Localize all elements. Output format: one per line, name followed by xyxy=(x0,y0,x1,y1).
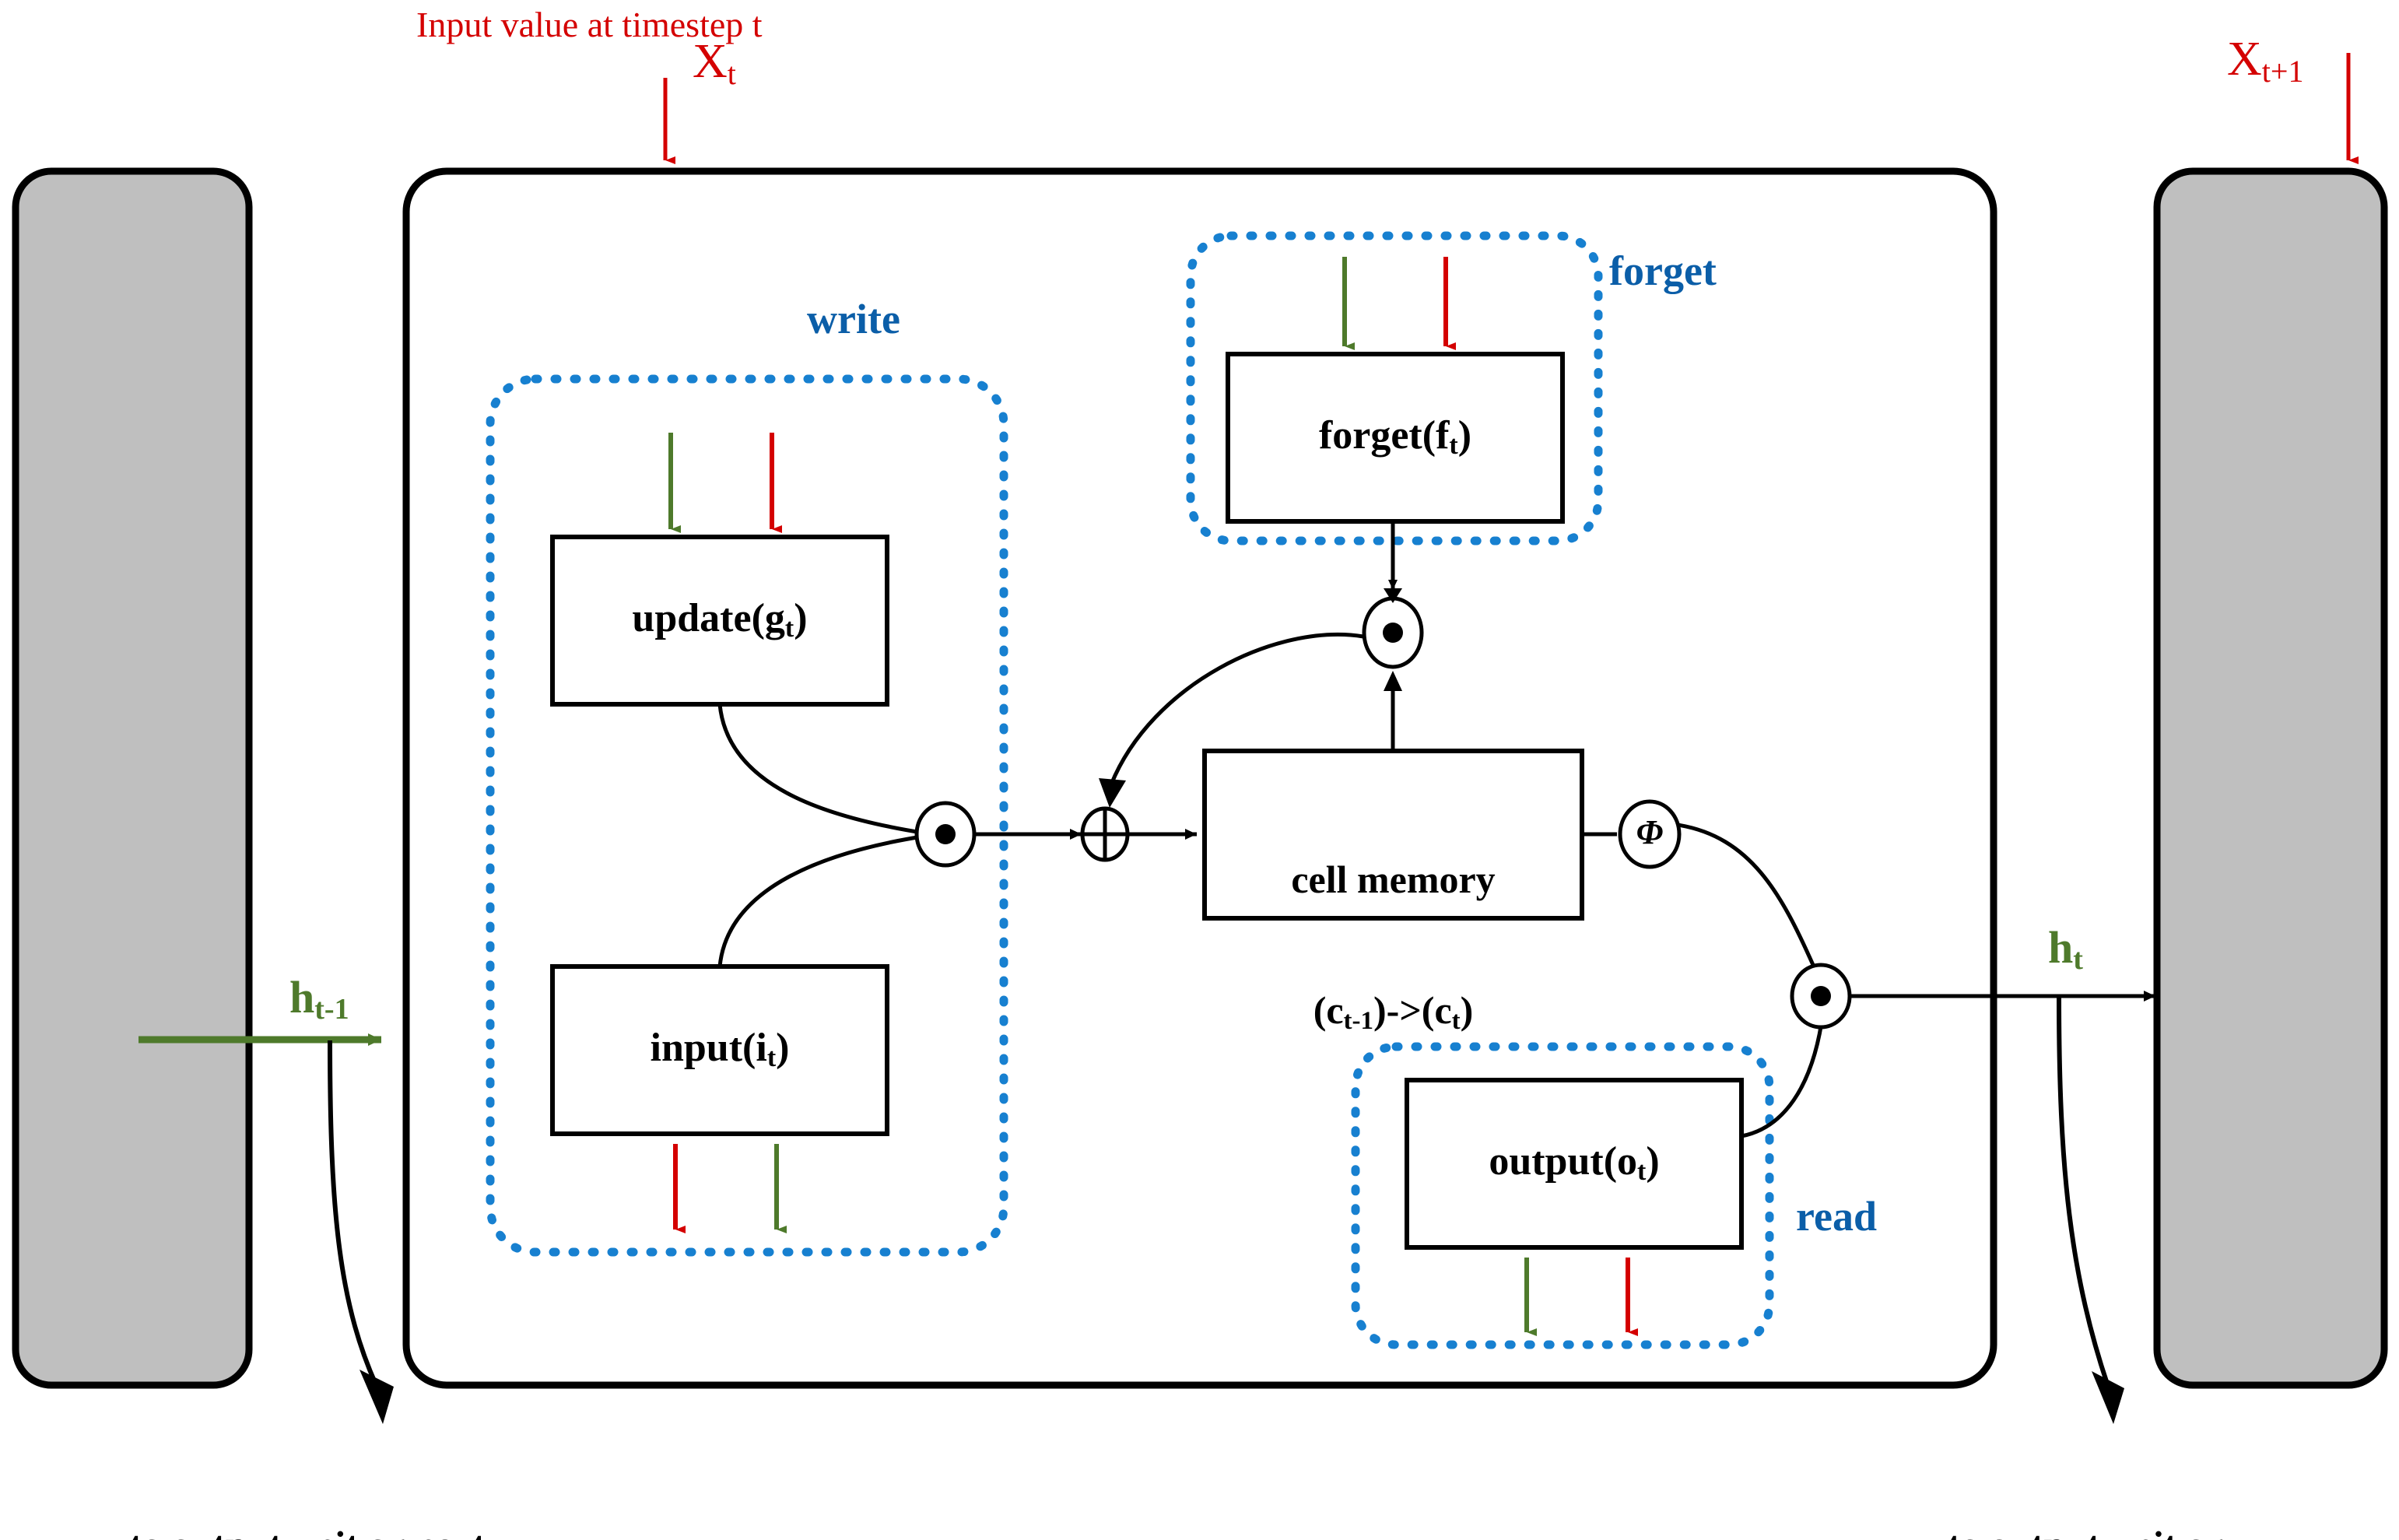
h-t-label: ht xyxy=(2048,922,2083,977)
cell-to-forget-multiply-wire xyxy=(1384,671,1402,751)
write-group-outline xyxy=(486,374,1008,1257)
output-multiply-operator xyxy=(1790,963,1852,1030)
output-gate-to-multiply-wire xyxy=(1741,1011,1826,1138)
right-footer-label: to output unit or next layer xyxy=(1813,1436,2358,1540)
activation-to-output-multiply-wire xyxy=(1677,823,1815,966)
write-multiply-operator xyxy=(914,801,977,868)
x-t-label: Xt xyxy=(693,35,736,91)
write-merge-wires xyxy=(717,703,923,967)
activation-phi-icon: Φ xyxy=(1636,813,1664,851)
lstm-cell-boundary xyxy=(402,167,1997,1389)
cell-memory-line1: cell memory xyxy=(1291,858,1496,901)
x-t1-label: Xt+1 xyxy=(2227,33,2304,89)
h-prev-branch-left xyxy=(328,1040,394,1424)
forget-feedback-wire xyxy=(1099,632,1364,808)
cell-memory-label: cell memory (ct-1)->(ct) xyxy=(1205,770,1582,1119)
update-gate-box xyxy=(550,433,889,707)
h-t-branch-right xyxy=(2057,996,2124,1424)
input-gate-label: input(it) xyxy=(650,1026,790,1073)
forget-group-label: forget xyxy=(1609,247,1717,294)
input-gate-box xyxy=(550,964,889,1233)
next-cell-block xyxy=(2153,167,2388,1389)
write-group-label: write xyxy=(807,296,900,342)
output-gate-label: output(ot) xyxy=(1489,1139,1660,1187)
h-prev-label: ht-1 xyxy=(289,972,349,1026)
read-group-label: read xyxy=(1796,1193,1877,1240)
activation-operator xyxy=(1618,799,1682,869)
input-note-label: Input value at timestep t xyxy=(416,5,763,44)
cell-memory-line2: (ct-1)->(ct) xyxy=(1313,988,1474,1036)
forget-gate-box xyxy=(1226,257,1565,524)
forget-gate-label: forget(ft) xyxy=(1318,413,1472,461)
read-group-outline xyxy=(1351,1042,1774,1349)
forget-to-multiply-wire xyxy=(1384,523,1402,603)
left-footer-line1: to output unit or next xyxy=(35,1523,580,1540)
cell-add-operator xyxy=(1080,806,1130,862)
left-footer-label: to output unit or next layer xyxy=(35,1436,580,1540)
cell-memory-box xyxy=(1202,749,1584,921)
output-gate-box xyxy=(1405,1078,1744,1336)
forget-multiply-operator xyxy=(1362,596,1424,669)
update-gate-label: update(gt) xyxy=(632,596,808,644)
right-footer-line1: to output unit or xyxy=(1813,1523,2358,1540)
prev-cell-block xyxy=(12,167,253,1389)
